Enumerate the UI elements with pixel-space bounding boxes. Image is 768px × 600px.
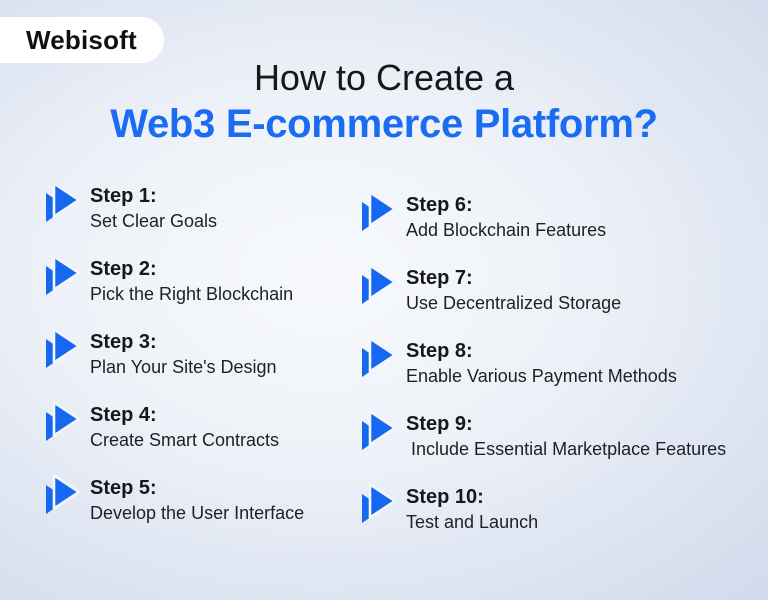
fast-forward-arrow-icon (46, 401, 80, 442)
step-item-5: Step 5: Develop the User Interface (46, 474, 304, 528)
step-description: Pick the Right Blockchain (90, 284, 294, 304)
step-item-3: Step 3: Plan Your Site's Design (46, 328, 304, 382)
step-description: Develop the User Interface (90, 503, 305, 523)
steps-column-left: Step 1: Set Clear Goals Step 2: Pick the… (46, 182, 304, 549)
step-text: Step 10: Test and Launch (406, 485, 538, 535)
step-description: Plan Your Site's Design (90, 357, 277, 377)
fast-forward-arrow-icon (46, 474, 80, 515)
step-text: Step 1: Set Clear Goals (90, 184, 217, 234)
step-description: Create Smart Contracts (90, 430, 280, 450)
step-text: Step 2: Pick the Right Blockchain (90, 257, 293, 307)
step-label: Step 10: (406, 486, 484, 508)
step-item-2: Step 2: Pick the Right Blockchain (46, 255, 304, 309)
step-text: Step 9: Include Essential Marketplace Fe… (406, 412, 726, 462)
step-description: Enable Various Payment Methods (406, 366, 677, 386)
fast-forward-arrow-icon (362, 191, 396, 232)
step-label: Step 7: (406, 267, 473, 289)
step-description: Test and Launch (406, 512, 539, 532)
step-item-4: Step 4: Create Smart Contracts (46, 401, 304, 455)
step-text: Step 5: Develop the User Interface (90, 476, 304, 526)
step-item-9: Step 9: Include Essential Marketplace Fe… (362, 410, 726, 464)
brand-logo-text: Webisoft (26, 24, 137, 55)
step-description: Include Essential Marketplace Features (406, 439, 727, 459)
fast-forward-arrow-icon (46, 255, 80, 296)
step-description: Add Blockchain Features (406, 220, 607, 240)
fast-forward-arrow-icon (362, 264, 396, 305)
steps-column-right: Step 6: Add Blockchain Features Step 7: … (362, 191, 726, 558)
brand-logo: Webisoft (0, 17, 164, 63)
step-text: Step 6: Add Blockchain Features (406, 193, 606, 243)
fast-forward-arrow-icon (46, 328, 80, 369)
step-description: Use Decentralized Storage (406, 293, 622, 313)
step-label: Step 5: (90, 477, 157, 499)
step-label: Step 9: (406, 413, 473, 435)
title-line-1: How to Create a (253, 57, 515, 98)
step-item-1: Step 1: Set Clear Goals (46, 182, 304, 236)
step-text: Step 3: Plan Your Site's Design (90, 330, 277, 380)
step-label: Step 2: (90, 258, 157, 280)
fast-forward-arrow-icon (362, 337, 396, 378)
step-description: Set Clear Goals (90, 211, 218, 231)
step-text: Step 4: Create Smart Contracts (90, 403, 279, 453)
step-item-10: Step 10: Test and Launch (362, 483, 726, 537)
step-label: Step 6: (406, 194, 473, 216)
page-title: How to Create a Web3 E-commerce Platform… (0, 56, 768, 148)
step-text: Step 7: Use Decentralized Storage (406, 266, 621, 316)
step-label: Step 4: (90, 404, 157, 426)
fast-forward-arrow-icon (362, 483, 396, 524)
step-item-6: Step 6: Add Blockchain Features (362, 191, 726, 245)
step-item-8: Step 8: Enable Various Payment Methods (362, 337, 726, 391)
fast-forward-arrow-icon (46, 182, 80, 223)
title-line-2: Web3 E-commerce Platform? (110, 102, 658, 146)
fast-forward-arrow-icon (362, 410, 396, 451)
step-item-7: Step 7: Use Decentralized Storage (362, 264, 726, 318)
step-text: Step 8: Enable Various Payment Methods (406, 339, 677, 389)
step-label: Step 3: (90, 331, 157, 353)
step-label: Step 8: (406, 340, 473, 362)
step-label: Step 1: (90, 185, 157, 207)
